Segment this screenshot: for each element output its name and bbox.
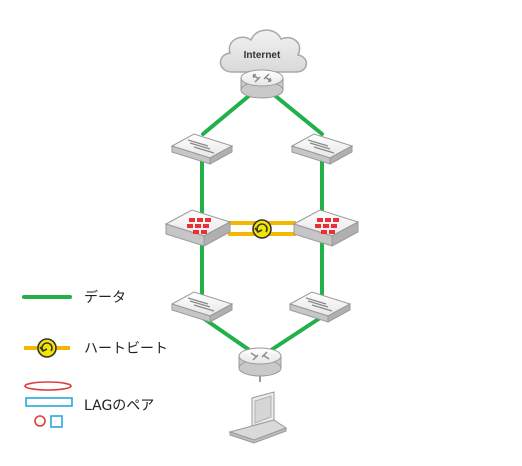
- router-arrows-icon: [252, 73, 272, 83]
- legend-lag: LAGのペア: [24, 381, 154, 428]
- switch-top-left: [170, 133, 234, 165]
- switch-arrows-icon: [187, 297, 215, 312]
- legend-data: データ: [22, 289, 126, 306]
- legend-heartbeat-label: ハートビート: [84, 341, 168, 357]
- legend: データ ハートビート LAGのペア: [22, 289, 168, 428]
- legend-data-label: データ: [84, 289, 126, 306]
- fortinet-logo-icon: [315, 218, 339, 234]
- internet-cloud: Internet: [219, 29, 308, 73]
- router-arrows-icon: [250, 351, 270, 361]
- switch-arrows-icon: [307, 139, 335, 154]
- fortinet-logo-icon: [187, 218, 211, 234]
- switch-bottom-left: [170, 291, 234, 323]
- switch-top-right: [290, 133, 354, 165]
- heartbeat-icon: [252, 219, 272, 239]
- lag-blue-square-icon: [50, 415, 63, 428]
- firewall-left: [164, 209, 232, 247]
- lag-red-ellipse-icon: [24, 381, 72, 391]
- router-bottom: [238, 347, 282, 382]
- legend-lag-label: LAGのペア: [84, 398, 154, 414]
- router-top: [240, 69, 284, 99]
- cloud-label: Internet: [244, 50, 281, 61]
- switch-arrows-icon: [305, 297, 333, 312]
- laptop-icon: [228, 391, 288, 444]
- cloud-icon: [219, 29, 308, 73]
- lag-blue-rect-icon: [25, 397, 73, 407]
- heartbeat-icon: [37, 338, 57, 358]
- switch-bottom-right: [288, 291, 352, 323]
- switch-arrows-icon: [187, 139, 215, 154]
- firewall-right: [292, 209, 360, 247]
- lag-red-circle-icon: [34, 415, 46, 427]
- legend-heartbeat: ハートビート: [24, 338, 168, 358]
